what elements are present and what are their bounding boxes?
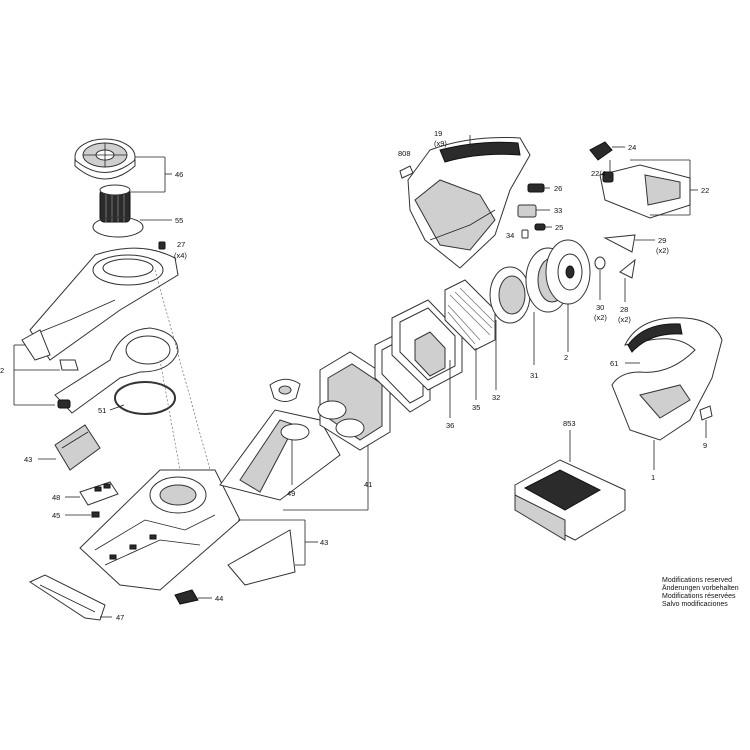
part-number-label: 48: [52, 493, 60, 502]
part-number-label: 41: [364, 480, 372, 489]
button-latch-part: [79, 481, 119, 506]
leader-line: [109, 404, 125, 411]
dust-flap-part: [227, 529, 296, 586]
ring-filter-part: [489, 266, 531, 324]
small-clip-part: [59, 359, 79, 371]
switch-block-part: [517, 204, 537, 218]
alignment-line: [154, 269, 211, 471]
part-number-label: 22/4: [591, 169, 606, 178]
screw-part: [158, 241, 166, 250]
notice-line-fr: Modifications réservées: [662, 593, 736, 600]
part-number-label: 51: [98, 406, 106, 415]
part-number-label: 55: [175, 216, 183, 225]
part-number-label: (x2): [594, 313, 607, 322]
pin-part: [91, 511, 100, 518]
latch-cover-part: [54, 424, 101, 471]
washer-part: [594, 256, 606, 270]
pleated-filter-part: [92, 184, 144, 238]
part-number-label: 29: [658, 236, 666, 245]
part-number-label: (x9): [434, 139, 447, 148]
part-number-label: 47: [116, 613, 124, 622]
part-number-label: 30: [596, 303, 604, 312]
part-number-label: 35: [472, 403, 480, 412]
notice-line-en: Modifications reserved: [662, 577, 733, 584]
crevice-nozzle-part: [28, 574, 106, 621]
part-number-label: 33: [554, 206, 562, 215]
part-number-label: 31: [530, 371, 538, 380]
motor-housing-part: [407, 137, 531, 269]
part-number-label: 43: [24, 455, 32, 464]
part-number-label: 43: [320, 538, 328, 547]
foam-strip-part: [619, 258, 636, 279]
part-number-label: 853: [563, 419, 576, 428]
clip-part: [174, 589, 199, 605]
part-number-label: 32: [492, 393, 500, 402]
part-number-label: 61: [610, 359, 618, 368]
switch-part: [527, 183, 545, 193]
part-number-label: 28: [620, 305, 628, 314]
charger-part: [514, 459, 626, 541]
part-number-label: (x2): [656, 246, 669, 255]
part-number-label: 25: [555, 223, 563, 232]
main-housing-bottom-part: [79, 469, 241, 591]
part-number-label: (x2): [618, 315, 631, 324]
part-number-label: 34: [506, 231, 514, 240]
notice-line-es: Salvo modificaciones: [662, 601, 728, 608]
handle-housing-part: [611, 317, 723, 441]
spring-part: [534, 223, 546, 231]
button-part: [589, 141, 613, 161]
part-number-label: 808: [398, 149, 411, 158]
filter-cap-part: [74, 138, 136, 180]
part-number-label: 36: [446, 421, 454, 430]
label-plate-part: [699, 405, 713, 421]
mesh-filter-part: [444, 279, 496, 351]
label-sticker-part: [399, 165, 414, 179]
part-number-label: (x4): [174, 251, 187, 260]
part-number-label: 46: [175, 170, 183, 179]
notice-line-de: Änderungen vorbehalten: [662, 585, 739, 592]
part-number-label: 44: [215, 594, 223, 603]
part-number-label: 45: [52, 511, 60, 520]
seal-ring-part: [114, 381, 176, 415]
small-spring-part: [521, 229, 529, 239]
part-number-label: 19: [434, 129, 442, 138]
circuit-board-part: [599, 164, 691, 219]
part-number-label: 49: [287, 489, 295, 498]
container-frame-part: [54, 327, 179, 414]
part-number-label: 2: [564, 353, 568, 362]
alignment-line: [159, 359, 181, 471]
part-number-label: 26: [554, 184, 562, 193]
part-number-label: 27: [177, 240, 185, 249]
motor-fan-part: [545, 239, 591, 305]
modifications-notice: Modifications reserved Änderungen vorbeh…: [662, 577, 750, 609]
filter-housing-part: [317, 351, 391, 451]
filter-frame-part: [374, 299, 463, 413]
dust-container-top-part: [21, 247, 179, 361]
part-number-label: 9: [703, 441, 707, 450]
part-number-label: 1: [651, 473, 655, 482]
part-number-label: 2: [0, 366, 4, 375]
part-number-label: 24: [628, 143, 636, 152]
part-number-label: 22: [701, 186, 709, 195]
foam-pad-part: [603, 234, 636, 253]
funnel-nozzle-part: [219, 378, 341, 501]
